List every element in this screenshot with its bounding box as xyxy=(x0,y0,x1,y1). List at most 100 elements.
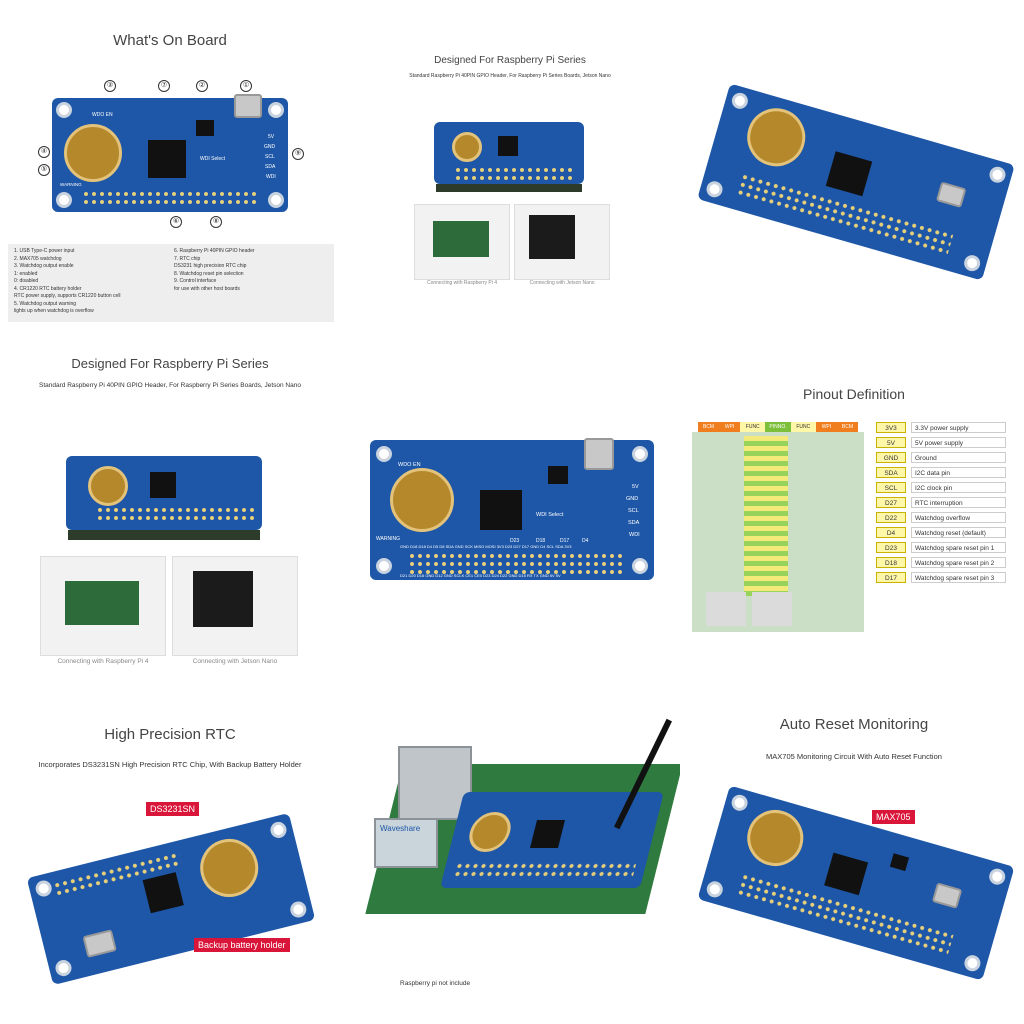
label-sda: SDA xyxy=(265,164,276,170)
note-line: for use with other host boards xyxy=(174,285,240,292)
panel-subtitle: Incorporates DS3231SN High Precision RTC… xyxy=(38,760,302,769)
gpio-header xyxy=(408,552,622,574)
pin-tag: SCL xyxy=(876,482,906,493)
panel-title: Designed For Raspberry Pi Series xyxy=(71,356,269,371)
jumper-label: D18 xyxy=(536,538,546,544)
marker-9: ⑨ xyxy=(292,148,304,160)
pin-desc: Watchdog spare reset pin 1 xyxy=(911,542,1006,553)
note-line: 4. CR1220 RTC battery holder xyxy=(14,285,82,292)
legend-row: SCL I2C clock pin xyxy=(876,482,1006,493)
board-image: WDO EN WARNING WDI Select D23 D18 D17 D4… xyxy=(370,438,654,580)
jumper-label: D4 xyxy=(582,538,589,544)
note-line: 7. RTC chip xyxy=(174,255,201,262)
col-func: FUNC xyxy=(790,422,816,432)
photo-raspberry-pi xyxy=(40,556,166,656)
board-image: WDO EN WARNING WDI Select 5V GND SCL SDA… xyxy=(52,94,288,212)
panel-designed-small: Designed For Raspberry Pi Series Standar… xyxy=(340,0,680,340)
pin-tag: D23 xyxy=(876,542,906,553)
photo-jetson-nano xyxy=(514,204,610,280)
legend-row: D4 Watchdog reset (default) xyxy=(876,527,1006,538)
caption-right: Connecting with Jetson Nano xyxy=(192,658,278,665)
marker-2: ② xyxy=(196,80,208,92)
wdi-select-label: WDI Select xyxy=(536,512,564,518)
wdo-en-label: WDO EN xyxy=(398,462,421,468)
note-line: 1. USB Type-C power input xyxy=(14,248,75,254)
marker-5: ⑤ xyxy=(38,164,50,176)
pin-desc: Watchdog spare reset pin 3 xyxy=(911,572,1006,583)
col-func: FUNC xyxy=(740,422,766,432)
board-image xyxy=(26,812,316,986)
jumper-label: D17 xyxy=(560,538,570,544)
pin-desc: Watchdog overflow xyxy=(911,512,1006,523)
pin-tag: D27 xyxy=(876,497,906,508)
col-pinno: PINNO. xyxy=(765,422,791,432)
panel-board-top: WDO EN WARNING WDI Select D23 D18 D17 D4… xyxy=(340,340,680,680)
pin-desc: 5V power supply xyxy=(911,437,1006,448)
note-line: 8. Watchdog reset pin selection xyxy=(174,270,244,277)
panel-title: Auto Reset Monitoring xyxy=(779,716,929,733)
panel-subtitle: Standard Raspberry Pi 40PIN GPIO Header,… xyxy=(39,382,301,389)
panel-subtitle: Standard Raspberry Pi 40PIN GPIO Header,… xyxy=(409,73,611,79)
panel-high-precision-rtc: High Precision RTC Incorporates DS3231SN… xyxy=(0,684,340,1024)
pin-desc: 3.3V power supply xyxy=(911,422,1006,433)
legend-row: SDA I2C data pin xyxy=(876,467,1006,478)
panel-title: Pinout Definition xyxy=(803,386,905,402)
caption-right: Connecting with Jetson Nano xyxy=(529,280,595,286)
marker-3: ③ xyxy=(104,80,116,92)
pin-tag: D17 xyxy=(876,572,906,583)
marker-1: ① xyxy=(240,80,252,92)
wdo-en-label: WDO EN xyxy=(92,112,113,118)
pin-desc: Watchdog spare reset pin 2 xyxy=(911,557,1006,568)
jumper-label: D23 xyxy=(510,538,520,544)
rtc-chip xyxy=(480,490,522,530)
note-line: 2. MAX705 watchdog xyxy=(14,255,62,262)
panel-designed-large: Designed For Raspberry Pi Series Standar… xyxy=(0,340,340,680)
battery-holder xyxy=(390,468,454,532)
pin-desc: RTC interruption xyxy=(911,497,1006,508)
header-shadow xyxy=(68,530,260,540)
col-wpi: WPI xyxy=(719,422,741,432)
header-shadow xyxy=(436,184,582,192)
marker-8: ⑧ xyxy=(210,216,222,228)
tag-ds3231sn: DS3231SN xyxy=(146,802,200,816)
board-image xyxy=(434,122,584,184)
col-bcm: BCM xyxy=(836,422,858,432)
ethernet-port xyxy=(374,818,438,868)
note-line: 5. Watchdog output warning xyxy=(14,300,77,307)
pin-desc: Watchdog reset (default) xyxy=(911,527,1006,538)
tag-max705: MAX705 xyxy=(872,810,915,824)
pin-tag: D18 xyxy=(876,557,906,568)
pin-desc: I2C data pin xyxy=(911,467,1006,478)
panel-title: What's On Board xyxy=(113,32,227,49)
label-5v: 5V xyxy=(268,134,275,140)
label-wdi: WDI xyxy=(266,174,276,180)
pin-desc: Ground xyxy=(911,452,1006,463)
pin-tag: D22 xyxy=(876,512,906,523)
side-label: SCL xyxy=(628,508,639,514)
label-scl: SCL xyxy=(265,154,275,160)
panel-board-angled xyxy=(684,0,1024,340)
note-line: 1: enabled xyxy=(14,270,38,277)
pin-tag: 3V3 xyxy=(876,422,906,433)
pin-row-bottom: D21 D20 D16 GND D12 GND SCLK CE1 CE0 D23… xyxy=(400,573,561,578)
wdi-select-label: WDI Select xyxy=(200,156,226,162)
legend-row: GND Ground xyxy=(876,452,1006,463)
note-line: 0: disabled xyxy=(14,278,39,284)
legend-row: D22 Watchdog overflow xyxy=(876,512,1006,523)
note-line: 9. Control interface xyxy=(174,278,217,284)
caption-left: Connecting with Raspberry Pi 4 xyxy=(57,658,149,665)
side-label: GND xyxy=(626,496,639,502)
side-label: SDA xyxy=(628,520,640,526)
pin-legend: 3V3 3.3V power supply 5V 5V power supply… xyxy=(876,422,1016,672)
note-line: 3. Watchdog output enable xyxy=(14,263,74,269)
pinout-board-image xyxy=(692,432,864,632)
pin-tag: GND xyxy=(876,452,906,463)
caption: Raspberry pi not include xyxy=(400,980,471,987)
tag-backup-battery: Backup battery holder xyxy=(194,938,290,952)
panel-auto-reset: Auto Reset Monitoring MAX705 Monitoring … xyxy=(684,684,1024,1024)
legend-row: D23 Watchdog spare reset pin 1 xyxy=(876,542,1006,553)
note-line: lights up when watchdog is overflow xyxy=(14,308,94,314)
pin-tag: SDA xyxy=(876,467,906,478)
legend-row: 5V 5V power supply xyxy=(876,437,1006,448)
marker-4: ④ xyxy=(38,146,50,158)
